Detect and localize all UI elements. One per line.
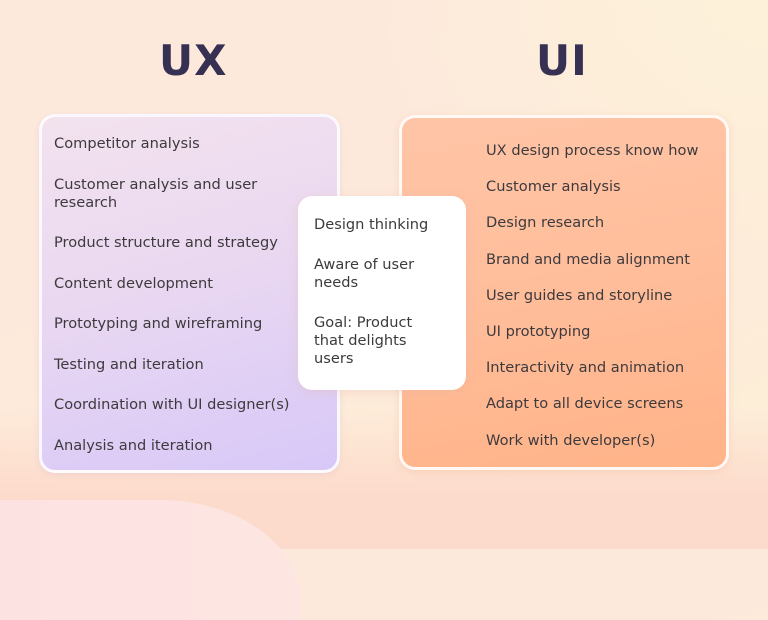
shared-skill-list: Design thinking Aware of user needs Goal… (314, 216, 454, 390)
shared-item: Aware of user needs (314, 256, 415, 291)
ui-item: UI prototyping (486, 322, 591, 340)
ui-item: User guides and storyline (486, 286, 673, 304)
shared-item: Design thinking (314, 216, 429, 233)
shared-skills-panel: Design thinking Aware of user needs Goal… (298, 196, 466, 390)
ux-item: Testing and iteration (54, 355, 204, 373)
ux-panel: Competitor analysis Customer analysis an… (39, 114, 340, 473)
ui-panel: UX design process know how Customer anal… (399, 115, 729, 470)
ux-item: Analysis and iteration (54, 436, 213, 454)
ux-heading: UX (159, 36, 228, 85)
ux-item: Content development (54, 274, 213, 292)
ui-heading: UI (536, 36, 588, 85)
ux-item: Product structure and strategy (54, 234, 278, 251)
ui-item: UX design process know how (486, 142, 699, 159)
ui-item: Brand and media alignment (486, 250, 691, 268)
ui-item: Interactivity and animation (486, 359, 685, 377)
ui-item: Design research (486, 214, 605, 232)
ui-item: Adapt to all device screens (486, 395, 684, 413)
ui-skill-list: UX design process know how Customer anal… (486, 142, 726, 468)
ux-item: Prototyping and wireframing (54, 315, 263, 332)
ux-item: Coordination with UI designer(s) (54, 396, 290, 413)
ui-item: Customer analysis (486, 178, 621, 196)
ui-item: Work with developer(s) (486, 431, 656, 449)
shared-item: Goal: Product that delights users (314, 314, 413, 367)
ux-skill-list: Competitor analysis Customer analysis an… (54, 135, 324, 477)
ux-item: Competitor analysis (54, 135, 200, 152)
ux-item: Customer analysis and user research (54, 175, 258, 211)
